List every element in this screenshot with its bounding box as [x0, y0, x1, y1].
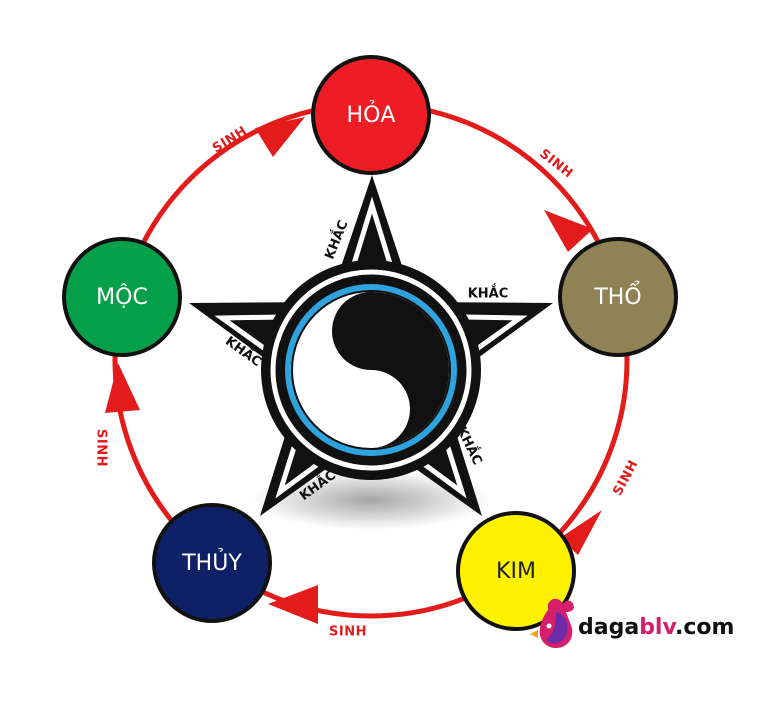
element-thuy[interactable]: THỦY: [152, 503, 272, 623]
arrow-tho-kim: [560, 510, 602, 555]
arrow-thuy-moc: [105, 363, 140, 413]
element-moc-label: MỘC: [96, 284, 148, 310]
khac-label-right-upper: KHẮC: [468, 285, 509, 302]
sinh-label-thuy-moc: SINH: [94, 429, 109, 467]
brand-text: dagablv.com: [578, 615, 734, 640]
element-moc[interactable]: MỘC: [62, 237, 182, 357]
brand-logo: dagablv.com: [530, 598, 734, 648]
element-kim[interactable]: KIM: [456, 511, 576, 631]
arrow-moc-hoa: [255, 117, 305, 157]
sinh-label-moc-hoa: SINH: [210, 124, 250, 157]
brand-highlight: blv: [639, 615, 677, 640]
element-thuy-label: THỦY: [181, 548, 242, 576]
element-hoa-label: HỎA: [347, 100, 396, 128]
brand-suffix: .com: [675, 615, 734, 640]
arrow-hoa-tho: [544, 210, 593, 252]
arrow-kim-thuy: [268, 585, 318, 624]
sinh-label-hoa-tho: SINH: [536, 146, 575, 181]
brand-prefix: daga: [578, 615, 639, 640]
yin-yang-blue-ring: [285, 284, 457, 456]
sinh-label-kim-thuy: SINH: [329, 625, 367, 640]
rooster-logo-icon: [530, 598, 574, 648]
element-hoa[interactable]: HỎA: [311, 55, 431, 175]
element-tho-label: THỔ: [593, 281, 641, 310]
element-tho[interactable]: THỔ: [558, 237, 678, 357]
yin-yang-icon: [293, 292, 449, 448]
center-disc-ring: [270, 269, 472, 471]
star-shadow: [251, 470, 491, 530]
element-kim-label: KIM: [496, 559, 536, 584]
sinh-label-tho-kim: SINH: [610, 458, 641, 499]
